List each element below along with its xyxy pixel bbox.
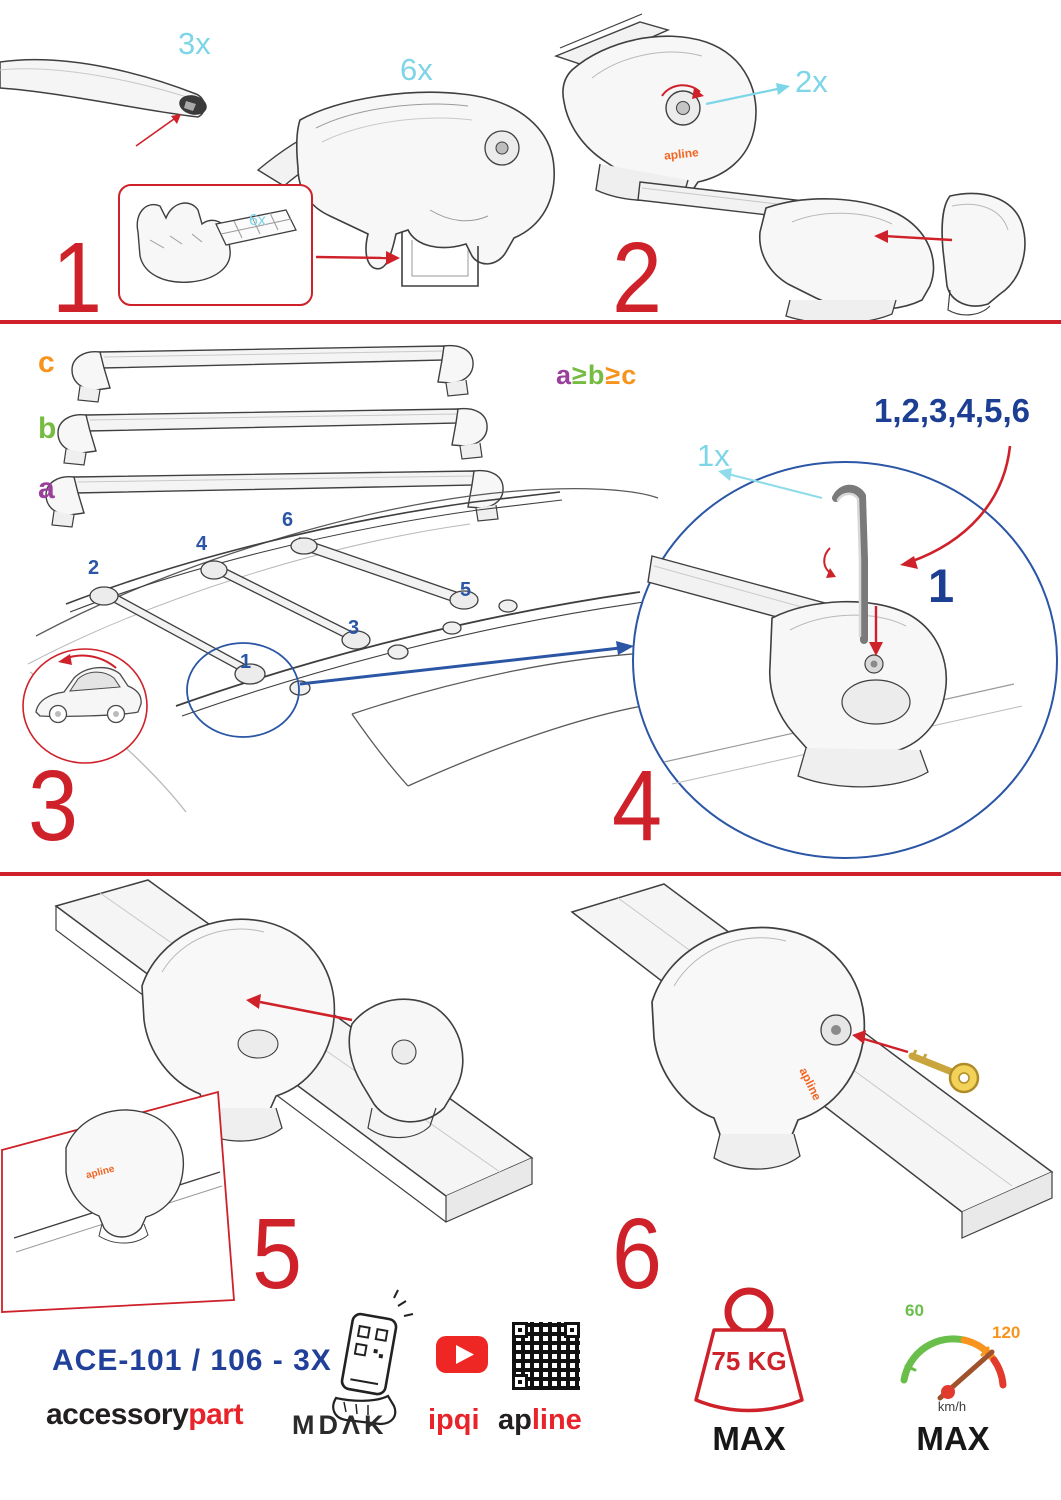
pad-detail-box (118, 184, 313, 306)
step-4-number: 4 (612, 750, 663, 862)
car-direction-indicator (22, 648, 148, 764)
size-c-label: c (38, 346, 55, 379)
key-qty-arrow (718, 468, 823, 499)
position-1-highlight (186, 641, 634, 738)
apline-logo-red: line (531, 1404, 582, 1436)
weight-max-label: MAX (712, 1420, 786, 1457)
rule-c: c (621, 360, 638, 390)
qr-scan-phone-icon (340, 1312, 398, 1396)
weight-value: 75 KG (711, 1346, 787, 1376)
size-b-label: b (38, 412, 57, 445)
ipqi-logo: ipqi (428, 1404, 480, 1436)
install-detail-illustration (632, 461, 1058, 859)
step-1-number: 1 (52, 222, 103, 334)
youtube-icon (436, 1336, 488, 1373)
box-to-foot-arrow (315, 251, 400, 265)
apline-logo-black: ap (498, 1404, 532, 1436)
qr-code-icon (512, 1322, 580, 1390)
step-2-number: 2 (612, 222, 663, 334)
position-6-label: 6 (282, 509, 294, 531)
size-a-label: a (38, 472, 55, 505)
rail-mount-illustration (54, 879, 534, 1223)
key-icon (908, 1049, 980, 1094)
tool-qty-label: 2x (795, 64, 828, 99)
speed-unit-label: km/h (937, 1399, 967, 1414)
assembled-view-box (1, 1090, 235, 1313)
rule-ge-1: ≥ (572, 360, 588, 390)
size-rule: a≥b≥c (556, 362, 637, 389)
bar-qty-label: 3x (178, 26, 211, 61)
speed-max-label: MAX (916, 1420, 990, 1457)
section-divider-1 (0, 320, 1061, 324)
knob-qty-arrow (705, 83, 790, 106)
apline-logo: apline (498, 1406, 582, 1435)
speed-high-label: 120 (992, 1323, 1021, 1342)
foot-knob-illustration (553, 13, 757, 202)
foot-clamp-illustration (256, 91, 555, 287)
position-2-label: 2 (88, 557, 100, 579)
sequence-label: 1,2,3,4,5,6 (874, 392, 1030, 429)
brand-mark-step2: apline (663, 145, 700, 163)
key-qty-label: 1x (697, 438, 730, 473)
rule-a: a (556, 360, 573, 390)
brand-logo-red: part (188, 1398, 243, 1431)
foot-qty-label: 6x (400, 52, 433, 87)
crossbar-size-c-illustration (71, 344, 474, 403)
rule-ge-2: ≥ (605, 360, 622, 390)
car-roof-illustration (27, 487, 684, 813)
pad-qty-label: 6x (249, 212, 266, 229)
rule-b: b (587, 360, 606, 390)
position-3-label: 3 (348, 617, 360, 639)
crossbar-illustration (0, 58, 207, 118)
weight-icon (694, 1287, 804, 1413)
crossbar-size-a-illustration (45, 469, 504, 528)
section-divider-2 (0, 872, 1061, 876)
position-4-label: 4 (196, 533, 208, 555)
step-3-number: 3 (28, 750, 79, 862)
step-6-number: 6 (612, 1198, 663, 1310)
endcap-assembly-illustration (637, 181, 1026, 324)
first-position-label: 1 (928, 559, 955, 612)
bar-end-arrow (135, 114, 181, 147)
lock-illustration (570, 883, 1054, 1239)
model-number: ACE-101 / 106 - 3X (52, 1344, 332, 1377)
crossbar-size-b-illustration (57, 407, 488, 466)
sequence-arrow (900, 445, 1012, 569)
step-5-number: 5 (252, 1198, 303, 1310)
scan-sparkle-icon (393, 1289, 414, 1317)
brand-logo-black: accessory (46, 1398, 189, 1431)
position-1-label: 1 (240, 651, 252, 673)
speed-low-label: 60 (905, 1301, 924, 1320)
brand-logo: accessorypart (46, 1400, 243, 1430)
hand-icon (332, 1394, 397, 1426)
position-5-label: 5 (460, 579, 472, 601)
mdak-logo: MDΛK (292, 1410, 388, 1440)
speedometer-icon (900, 1335, 1007, 1401)
